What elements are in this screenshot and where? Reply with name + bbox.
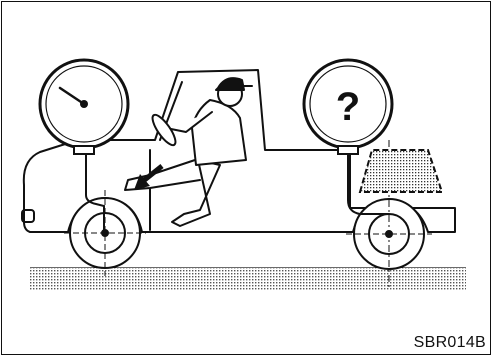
ground <box>30 267 466 290</box>
rear-brake-pressure-gauge: ? <box>302 58 394 155</box>
rear-gauge-question-mark: ? <box>336 85 360 129</box>
driver-figure <box>124 77 253 227</box>
pressure-hoses <box>85 150 389 233</box>
cargo-load <box>358 149 444 193</box>
brake-pedal-arrow <box>134 164 164 190</box>
front-brake-pressure-gauge <box>38 58 130 155</box>
figure-code-label: SBR014B <box>413 334 486 351</box>
